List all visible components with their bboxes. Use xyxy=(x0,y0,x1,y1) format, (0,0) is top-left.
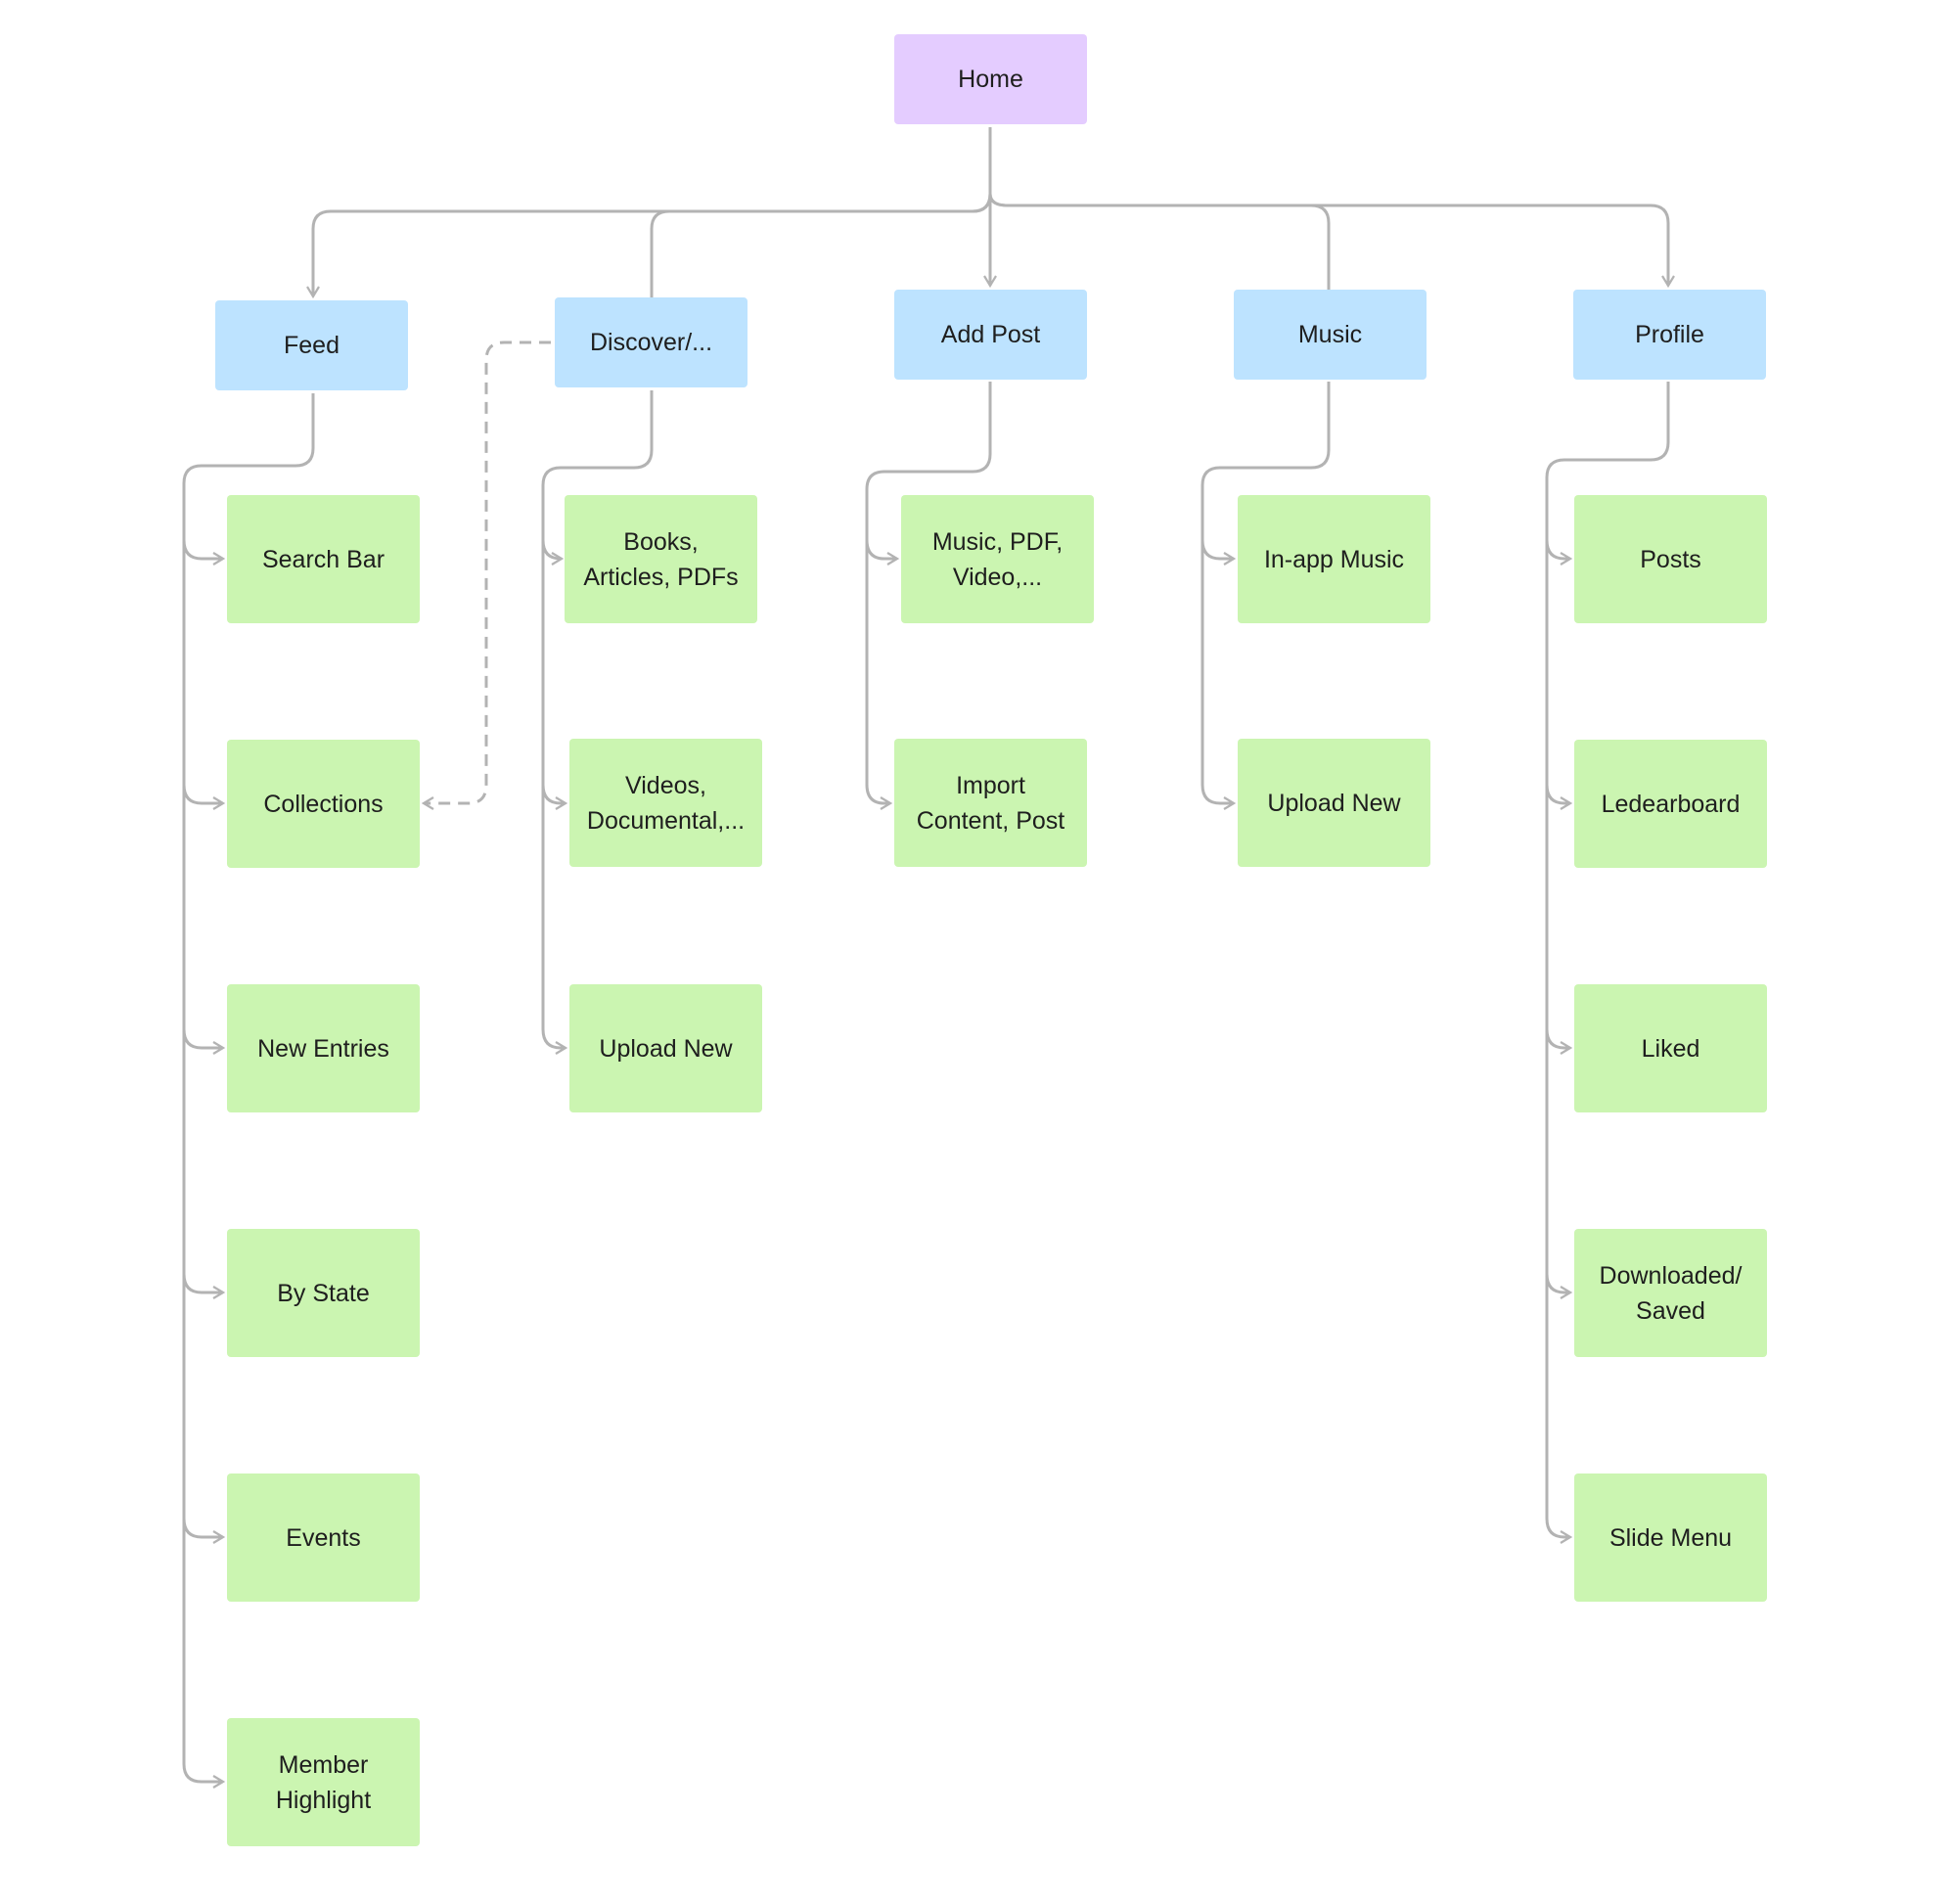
connector-addpost-trunk xyxy=(865,382,992,803)
connector-addpost-b1 xyxy=(865,539,897,559)
node-label: New Entries xyxy=(257,1034,389,1063)
page-node-in-app-music: In-app Music xyxy=(1238,495,1430,623)
page-node-import-content: Import Content, Post xyxy=(894,739,1087,867)
node-label: By State xyxy=(277,1279,370,1307)
node-label: Downloaded/ Saved xyxy=(1599,1261,1743,1325)
connector-profile-trunk xyxy=(1545,382,1670,1537)
connector-feed-trunk xyxy=(182,393,315,1782)
node-label: Add Post xyxy=(940,321,1041,348)
node-label: Posts xyxy=(1640,545,1701,573)
page-node-by-state: By State xyxy=(227,1229,420,1357)
page-node-videos-documental: Videos, Documental,... xyxy=(569,739,762,867)
node-label: Videos, Documental,... xyxy=(586,771,746,835)
connector-feed-b5 xyxy=(182,1518,223,1537)
connector-profile-b2 xyxy=(1545,784,1570,803)
page-node-leaderboard: Ledearboard xyxy=(1574,740,1767,868)
connector-discover-b2 xyxy=(541,784,566,803)
page-node-books-articles: Books, Articles, PDFs xyxy=(565,495,757,623)
node-label: Events xyxy=(286,1523,361,1552)
connector-profile-b1 xyxy=(1545,539,1570,559)
connector-music-b1 xyxy=(1201,539,1234,559)
page-node-collections: Collections xyxy=(227,740,420,868)
section-node-music: Music xyxy=(1234,290,1427,380)
page-node-search-bar: Search Bar xyxy=(227,495,420,623)
page-node-posts: Posts xyxy=(1574,495,1767,623)
node-label: Ledearboard xyxy=(1601,790,1741,818)
node-label: Discover/... xyxy=(589,329,713,356)
connector-feed-b3 xyxy=(182,1028,223,1048)
connector-crosslink-discover-to-collections xyxy=(424,340,551,803)
page-node-events: Events xyxy=(227,1473,420,1602)
node-label: Slide Menu xyxy=(1608,1523,1733,1552)
node-label: Music, PDF, Video,... xyxy=(931,527,1064,591)
connector-discover-b1 xyxy=(541,539,562,559)
node-label: Collections xyxy=(263,790,384,818)
connector-profile-b3 xyxy=(1545,1028,1570,1048)
page-node-music-upload-new: Upload New xyxy=(1238,739,1430,867)
page-node-member-highlight: Member Highlight xyxy=(227,1718,420,1846)
section-node-discover: Discover/... xyxy=(555,297,747,387)
node-label: Feed xyxy=(284,332,340,359)
connector-discover-trunk xyxy=(541,390,654,1048)
node-label: Profile xyxy=(1635,321,1704,348)
node-label: Member Highlight xyxy=(275,1750,372,1814)
connector-music-trunk xyxy=(1201,382,1331,803)
section-node-add-post: Add Post xyxy=(894,290,1087,380)
connector-profile-b4 xyxy=(1545,1273,1570,1292)
node-label: Upload New xyxy=(1267,789,1401,817)
node-label: Music xyxy=(1297,321,1363,348)
node-label: Books, Articles, PDFs xyxy=(583,527,739,591)
root-node-home: Home xyxy=(894,34,1087,124)
connector-feed-b1 xyxy=(182,539,223,559)
connector-feed-b4 xyxy=(182,1273,223,1292)
page-node-new-entries: New Entries xyxy=(227,984,420,1112)
node-label: Upload New xyxy=(599,1034,733,1063)
connector-home-to-discover xyxy=(650,193,992,297)
page-node-liked: Liked xyxy=(1574,984,1767,1112)
connector-home-to-profile xyxy=(988,193,1668,286)
node-label: Import Content, Post xyxy=(916,771,1065,835)
section-node-feed: Feed xyxy=(215,300,408,390)
page-node-discover-upload-new: Upload New xyxy=(569,984,762,1112)
node-label: Search Bar xyxy=(261,545,385,573)
page-node-music-pdf-video: Music, PDF, Video,... xyxy=(901,495,1094,623)
connector-home-to-music xyxy=(988,193,1331,290)
node-label: In-app Music xyxy=(1263,545,1405,573)
connector-feed-b2 xyxy=(182,784,223,803)
page-node-slide-menu: Slide Menu xyxy=(1574,1473,1767,1602)
section-node-profile: Profile xyxy=(1573,290,1766,380)
page-node-downloaded-saved: Downloaded/ Saved xyxy=(1574,1229,1767,1357)
node-label: Home xyxy=(958,66,1023,93)
node-label: Liked xyxy=(1641,1034,1700,1063)
